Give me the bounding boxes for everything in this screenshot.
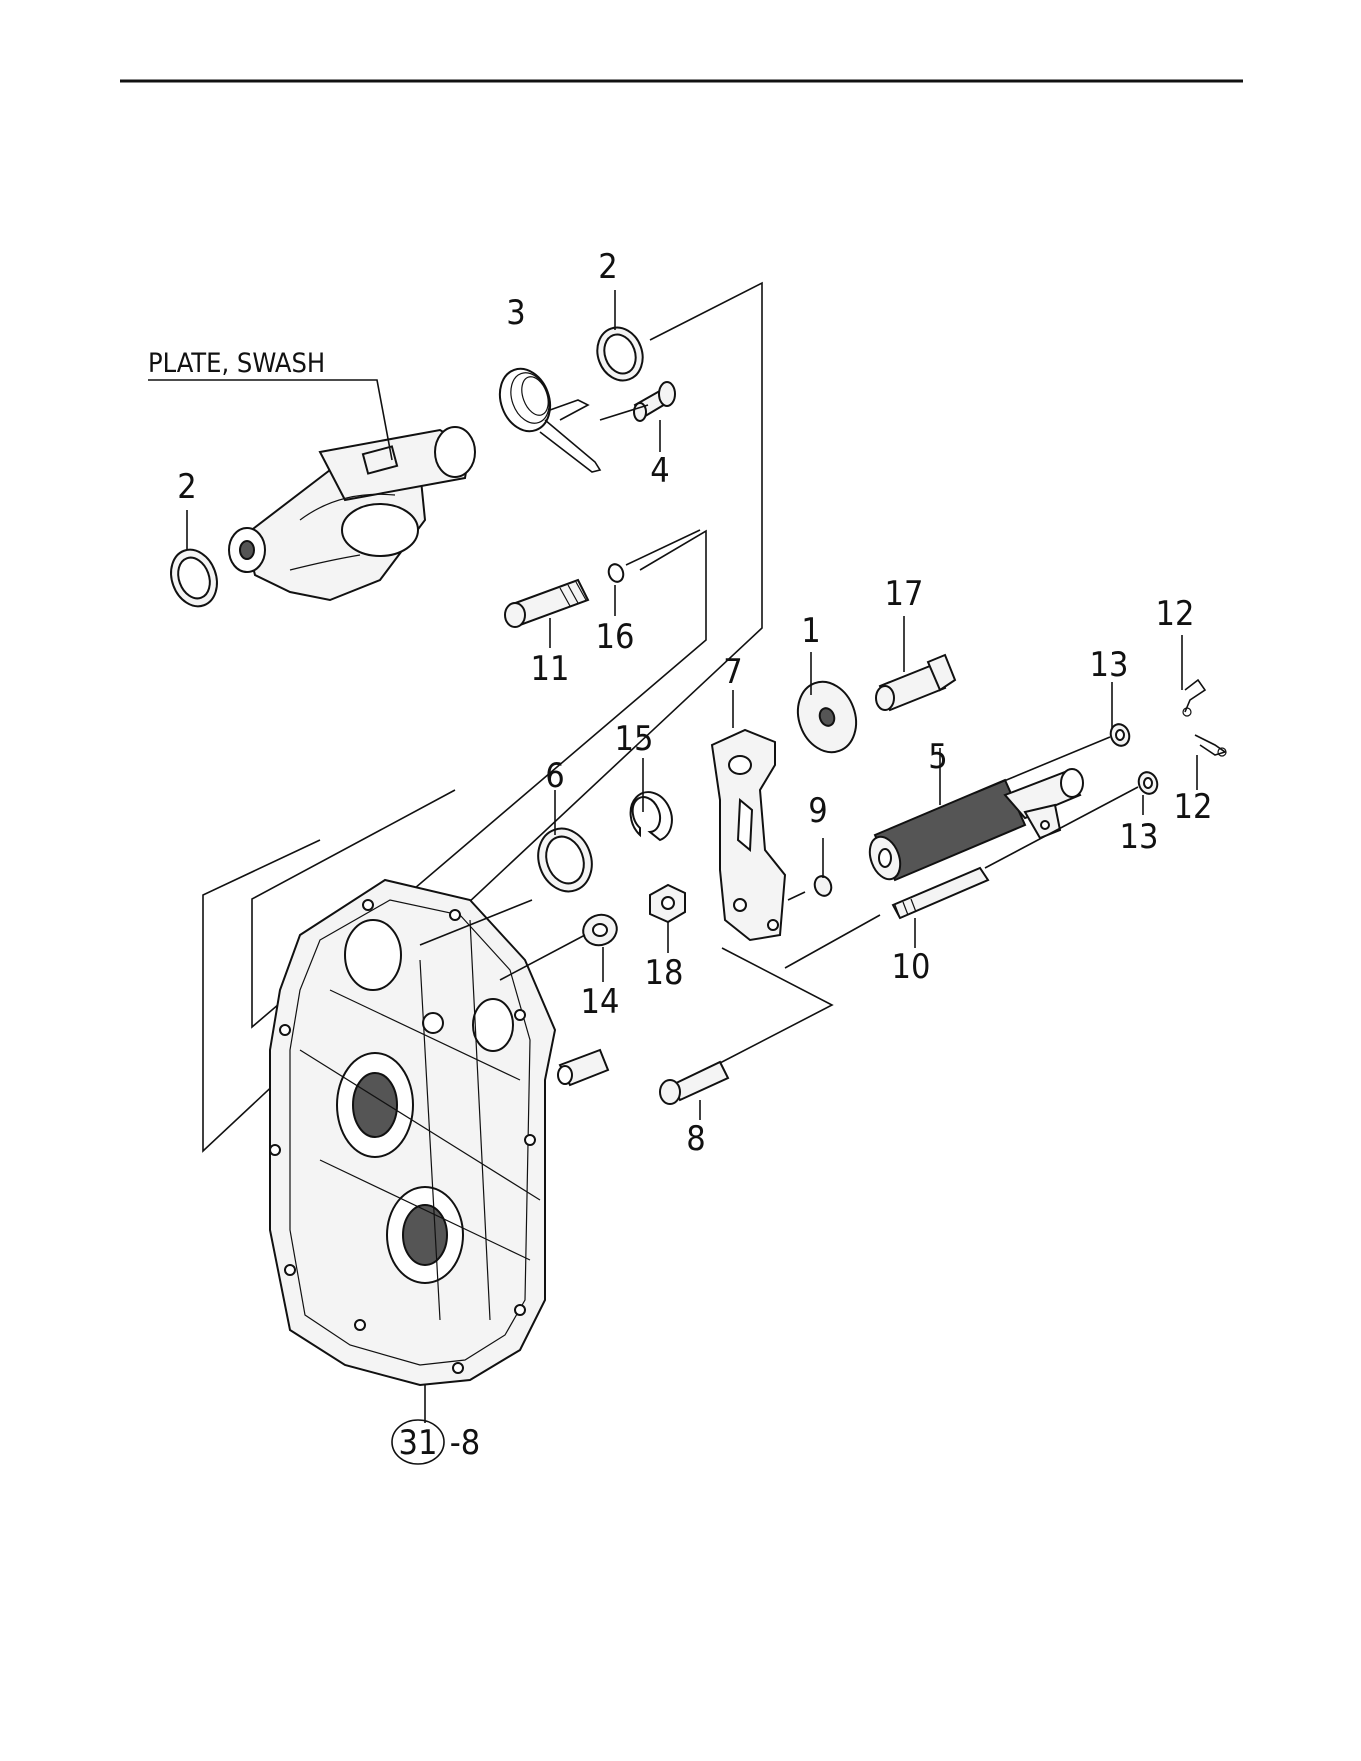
callout-10: 10	[892, 947, 931, 987]
spring-5-part	[864, 769, 1083, 883]
callout-13-bottom: 13	[1120, 817, 1159, 857]
swash-plate-part	[229, 427, 475, 600]
washer-2-left	[163, 543, 224, 613]
callout-18: 18	[645, 953, 684, 993]
callout-16: 16	[596, 617, 635, 657]
assembly-ref-number: 31	[399, 1423, 438, 1463]
assembly-ref-suffix: -8	[450, 1423, 481, 1463]
callout-2-top: 2	[598, 247, 617, 287]
callout-13-top: 13	[1090, 645, 1129, 685]
pin-8-part	[660, 1062, 728, 1104]
callout-11: 11	[531, 649, 570, 689]
callout-3: 3	[506, 293, 525, 333]
pin-11-part	[505, 580, 588, 627]
callout-1: 1	[801, 611, 820, 651]
nut-18-part	[650, 885, 685, 922]
washer-2-top	[590, 321, 650, 387]
callout-8: 8	[686, 1119, 705, 1159]
cotter-pin-12a-part	[1183, 680, 1205, 716]
callout-2-left: 2	[177, 467, 196, 507]
callout-12-bottom: 12	[1174, 787, 1213, 827]
callout-6: 6	[545, 756, 564, 796]
bolt-17-part	[876, 655, 955, 710]
plate-swash-title: PLATE, SWASH	[148, 348, 325, 379]
callout-15: 15	[615, 719, 654, 759]
pin-4-part	[634, 382, 675, 421]
lever-frame	[720, 948, 832, 1063]
washer-13b-part	[1136, 770, 1160, 797]
callout-12-top: 12	[1156, 594, 1195, 634]
assembly-reference: 31 -8	[392, 1420, 480, 1464]
washer-14-part	[579, 910, 621, 950]
washer-1-part	[788, 674, 865, 761]
cotter-pin-12b-part	[1195, 735, 1226, 756]
callout-14: 14	[581, 982, 620, 1022]
spring-3-part	[492, 362, 600, 472]
callout-9: 9	[808, 791, 827, 831]
callout-7: 7	[723, 652, 742, 692]
plate-7-part	[712, 730, 785, 940]
callout-5: 5	[928, 737, 947, 777]
cover-case-part	[270, 880, 608, 1385]
callout-17: 17	[885, 574, 924, 614]
retaining-ring-15-part	[631, 792, 672, 840]
washer-6-part	[530, 821, 601, 899]
callout-4: 4	[650, 451, 669, 491]
o-ring-16-part	[606, 562, 625, 584]
